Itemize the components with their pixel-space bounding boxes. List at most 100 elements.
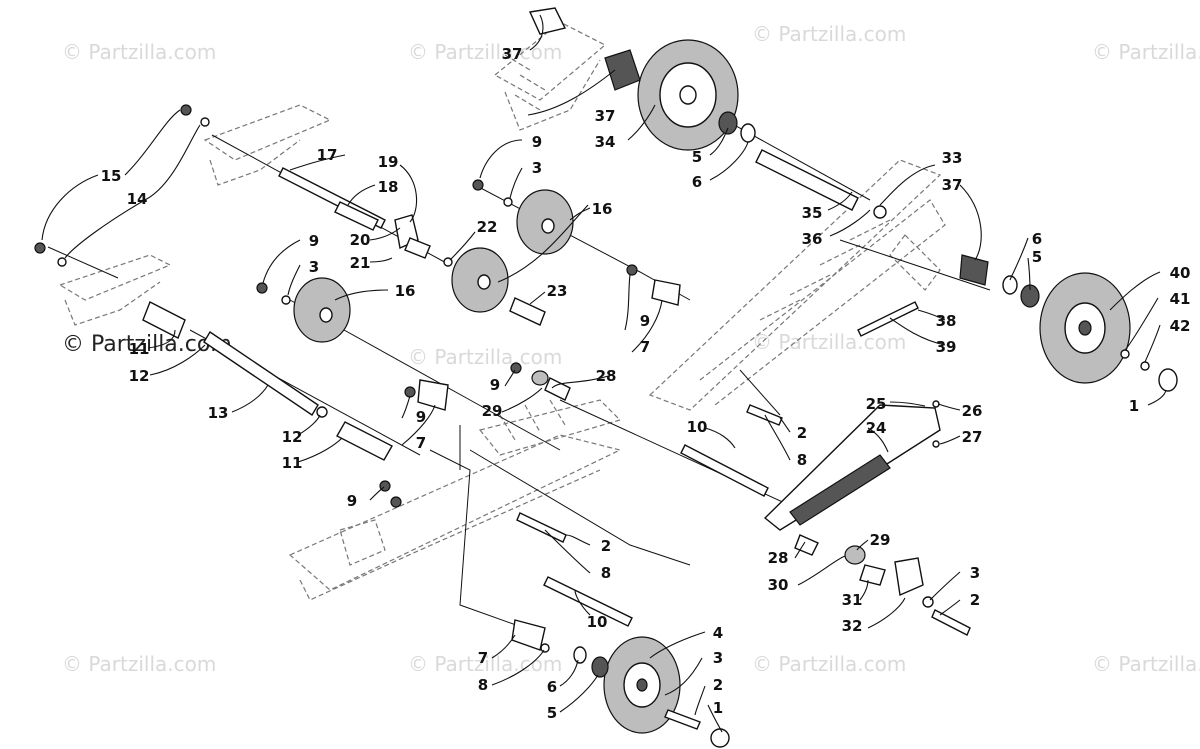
callout: 6	[547, 678, 557, 696]
callout: 37	[595, 107, 616, 125]
callout: 4	[713, 624, 723, 642]
callout: 35	[802, 204, 823, 222]
callout: 3	[970, 564, 980, 582]
callout: 15	[101, 167, 122, 185]
callout: 28	[596, 367, 617, 385]
callout: 11	[282, 454, 303, 472]
callout: 40	[1170, 264, 1191, 282]
callout: 41	[1170, 290, 1191, 308]
callout: 2	[970, 591, 980, 609]
watermark: © Partzilla.com	[752, 330, 907, 354]
callout: 22	[477, 218, 498, 236]
leader-lines	[41, 14, 1167, 733]
callout: 37	[502, 45, 523, 63]
left-rail-frame	[58, 104, 332, 326]
watermark: © Partzilla.com	[408, 345, 563, 369]
bolt-38-39	[857, 301, 919, 337]
callout: 33	[942, 149, 963, 167]
sleeve-11-upper	[142, 301, 186, 339]
callout: 42	[1170, 317, 1191, 335]
watermark: © Partzilla.com	[1092, 40, 1200, 64]
callout: 32	[842, 617, 863, 635]
callout: 27	[962, 428, 983, 446]
bolt-2-right	[746, 404, 783, 426]
callout: 9	[309, 232, 319, 250]
callout: 36	[802, 230, 823, 248]
callout: 29	[870, 531, 891, 549]
callout: 5	[1032, 248, 1042, 266]
bracket-7-lower	[511, 619, 546, 651]
bolt-2-lower	[664, 609, 971, 730]
upper-rail-frame	[493, 21, 607, 131]
callout: 8	[478, 676, 488, 694]
callout: 31	[842, 591, 863, 609]
callout: 9	[490, 376, 500, 394]
watermark: © Partzilla.com	[62, 40, 217, 64]
top-idler-hub	[528, 7, 641, 91]
callout: 7	[478, 649, 488, 667]
callout: 7	[640, 338, 650, 356]
watermark: © Partzilla.com	[1092, 652, 1200, 676]
bolt-10-upper	[680, 444, 769, 497]
bracket-19	[394, 214, 431, 259]
callout: 16	[395, 282, 416, 300]
watermark: © Partzilla.com	[408, 652, 563, 676]
callout: 24	[866, 419, 887, 437]
suspension-arm-24	[763, 404, 941, 531]
bracket-7-upper	[651, 279, 681, 306]
watermark: © Partzilla.com	[752, 22, 907, 46]
callout: 37	[942, 176, 963, 194]
callout: 25	[866, 395, 887, 413]
spacer-23	[509, 297, 546, 326]
callout: 10	[587, 613, 608, 631]
callout: 1	[713, 699, 723, 717]
wheel-16-left	[293, 277, 351, 343]
callout: 10	[687, 418, 708, 436]
callout: 38	[936, 312, 957, 330]
callout: 6	[1032, 230, 1042, 248]
bolt-2-middle	[516, 512, 567, 543]
callout: 12	[282, 428, 303, 446]
callout: 9	[416, 408, 426, 426]
callout: 5	[547, 704, 557, 722]
callout: 3	[309, 258, 319, 276]
top-idler-wheel	[637, 39, 739, 151]
callout: 3	[532, 159, 542, 177]
callout: 2	[601, 537, 611, 555]
bracket-7-middle	[417, 379, 449, 411]
watermark-strong: © Partzilla.com	[62, 332, 232, 357]
callout: 9	[532, 133, 542, 151]
lower-idler-wheel	[573, 636, 730, 748]
bolt-10-lower	[543, 576, 633, 627]
callout: 18	[378, 178, 399, 196]
pivot-assembly	[531, 370, 924, 597]
right-idler-wheel	[1039, 272, 1178, 392]
callout: 13	[208, 404, 229, 422]
callout: 7	[416, 434, 426, 452]
callout: 23	[547, 282, 568, 300]
right-rail-frame	[648, 159, 946, 411]
callout: 16	[592, 200, 613, 218]
wheel-16-upper	[516, 189, 574, 255]
sleeve-11-lower	[336, 421, 393, 461]
callout: 5	[692, 148, 702, 166]
callout: 2	[713, 676, 723, 694]
callout: 17	[317, 146, 338, 164]
shaft-13	[203, 331, 319, 416]
callout: 6	[692, 173, 702, 191]
callout: 14	[127, 190, 148, 208]
wheel-16-middle	[451, 247, 509, 313]
callout: 8	[797, 451, 807, 469]
callout: 11	[129, 340, 150, 358]
shaft-18	[334, 201, 379, 231]
callout: 39	[936, 338, 957, 356]
callout: 26	[962, 402, 983, 420]
shaft-35	[755, 149, 887, 219]
lower-rail-frame	[288, 399, 622, 601]
callout: 12	[129, 367, 150, 385]
watermark: © Partzilla.com	[752, 652, 907, 676]
callout-labels: 37 37 34 5 6 33 37 35 36 9 3 16 17 18 19…	[101, 45, 1191, 722]
callout: 19	[378, 153, 399, 171]
callout: 9	[640, 312, 650, 330]
callout: 3	[713, 649, 723, 667]
